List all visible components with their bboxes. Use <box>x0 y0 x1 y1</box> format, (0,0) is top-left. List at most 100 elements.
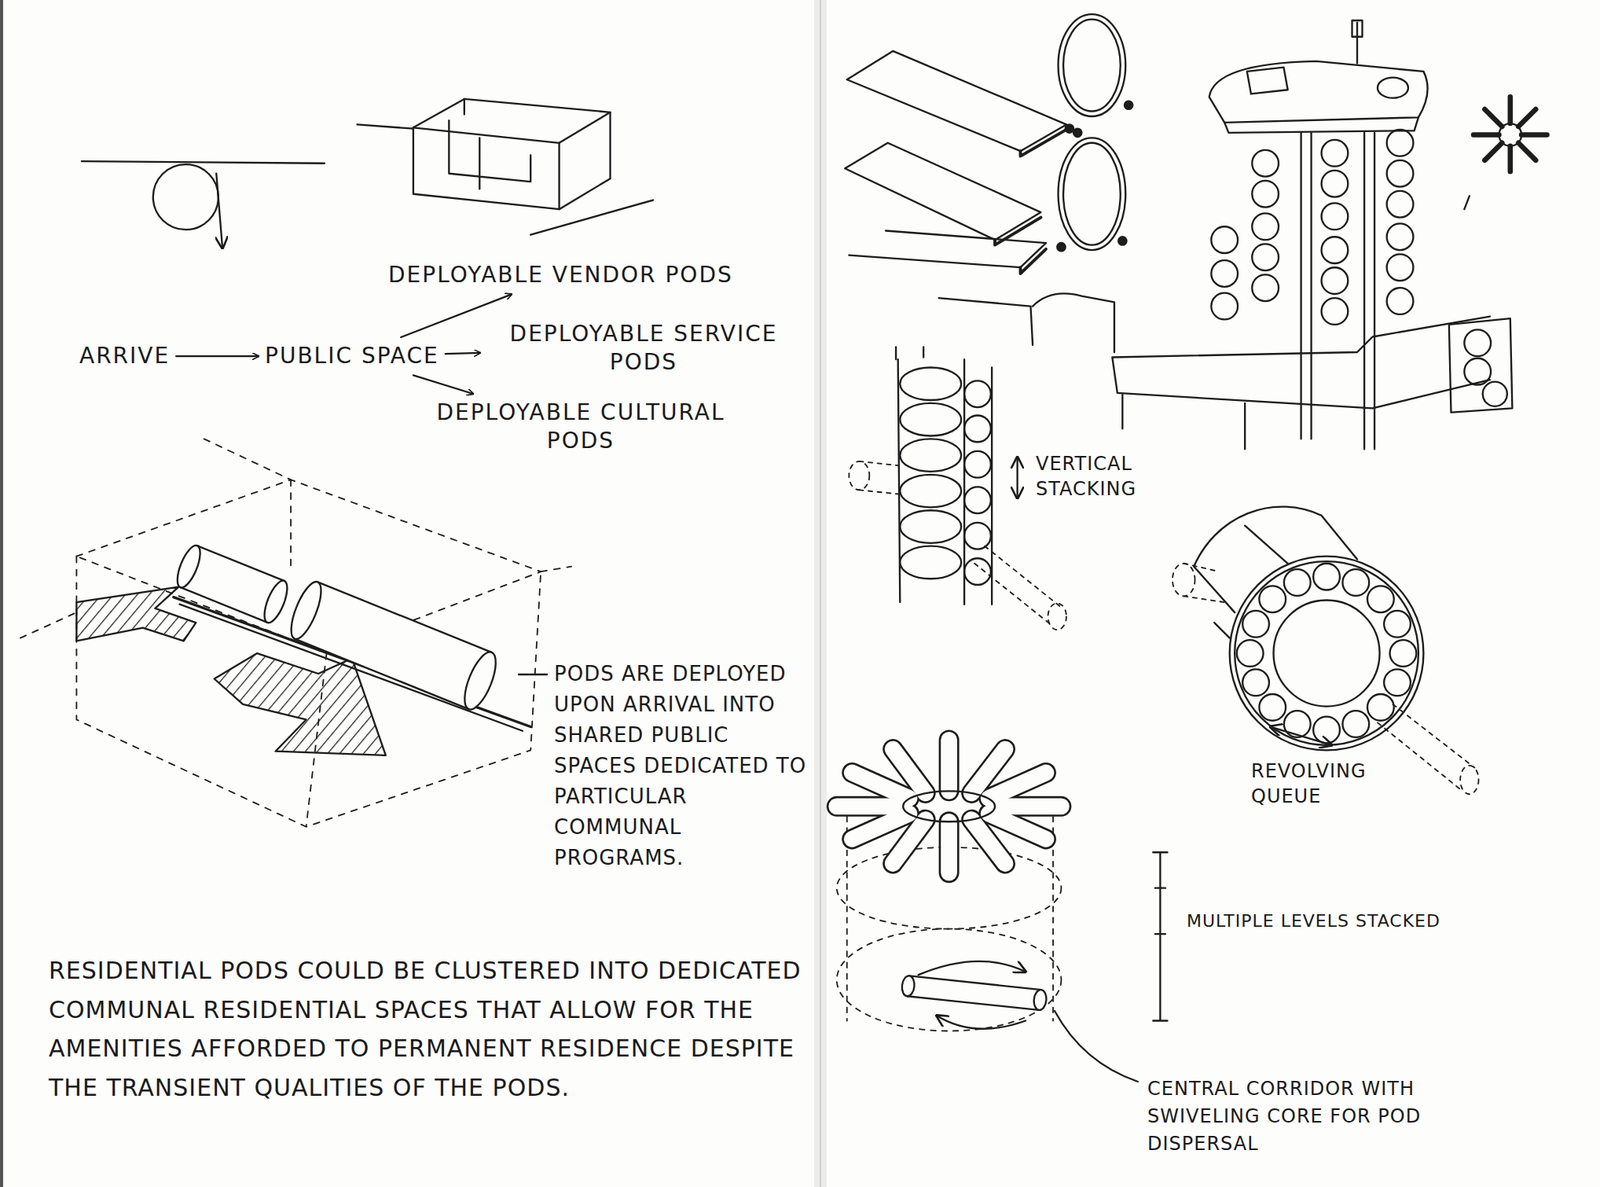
pod <box>899 474 962 508</box>
queue-ring <box>1234 561 1419 745</box>
platform-block <box>1247 67 1289 95</box>
core-end <box>901 975 916 997</box>
pod-outline <box>858 461 898 495</box>
core-outline <box>906 975 1042 1010</box>
pod <box>1251 243 1279 271</box>
pod <box>1482 381 1508 407</box>
flow-text: DEPLOYABLE SERVICE PODS <box>486 319 801 378</box>
pod-tower <box>1111 20 1512 449</box>
pod <box>1383 610 1411 638</box>
pod <box>1284 710 1311 738</box>
sketch-label: REVOLVING QUEUE <box>1251 758 1385 810</box>
pod-end <box>1172 563 1196 597</box>
tower-platform <box>1209 61 1428 123</box>
pod <box>851 772 910 798</box>
pod <box>1342 710 1369 738</box>
core-body <box>906 975 1042 1010</box>
pod <box>1284 568 1311 596</box>
callout-note: CENTRAL CORRIDOR WITH SWIVELING CORE FOR… <box>1147 1075 1454 1157</box>
fan-icon <box>1464 96 1547 210</box>
plank-edge <box>1020 129 1067 157</box>
pod-rack <box>1449 318 1513 412</box>
dashed-pod <box>848 461 1067 630</box>
level-bracket <box>1152 851 1167 1021</box>
pod <box>1242 668 1270 696</box>
pod-outline <box>294 581 492 709</box>
swivel-core <box>901 975 1048 1011</box>
fan-pointer <box>1464 195 1469 210</box>
pod-end <box>260 577 293 626</box>
pod <box>899 510 962 544</box>
radial-pods-outline <box>836 739 1062 873</box>
pod <box>1367 585 1395 613</box>
volume-edges <box>76 479 541 826</box>
arrival-sketch <box>81 161 325 248</box>
pod-outline <box>1183 563 1225 602</box>
pod <box>1313 563 1340 591</box>
pod <box>1251 150 1279 177</box>
pod-end <box>848 461 870 490</box>
stacked-pods <box>1211 129 1413 325</box>
joint <box>1056 242 1065 251</box>
label-text: MULTIPLE LEVELS STACKED <box>1186 910 1441 931</box>
pod-cylinder <box>172 542 292 626</box>
pod <box>1321 297 1349 325</box>
stack-arrow <box>1016 457 1018 499</box>
box-side <box>559 112 611 210</box>
pod <box>964 557 991 585</box>
body-note: RESIDENTIAL PODS COULD BE CLUSTERED INTO… <box>48 950 808 1107</box>
label-text: CENTRAL CORRIDOR WITH SWIVELING CORE FOR… <box>1147 1077 1421 1155</box>
pod <box>939 821 960 873</box>
rotation-arrow <box>1270 726 1333 745</box>
dashed-pod <box>1172 563 1479 794</box>
sketch-label: VERTICAL STACKING <box>1035 451 1186 503</box>
platform-edge <box>1224 117 1419 133</box>
dashed-volume <box>20 438 572 826</box>
pod <box>851 813 910 839</box>
flow-text: DEPLOYABLE VENDOR PODS <box>388 260 734 290</box>
pod <box>899 438 962 472</box>
pod-end <box>172 542 206 591</box>
pod <box>1342 568 1369 596</box>
joint <box>1065 124 1074 133</box>
swivel-arrow <box>936 1015 1026 1029</box>
plank <box>847 51 1067 151</box>
approach-line <box>356 124 413 129</box>
label-text: REVOLVING QUEUE <box>1251 759 1367 808</box>
drop-arrow <box>216 173 223 249</box>
pod <box>851 813 910 839</box>
pod <box>1321 236 1349 264</box>
flow-step: ARRIVE <box>76 340 173 372</box>
box-detail <box>448 99 531 189</box>
plank <box>848 230 1046 268</box>
joint <box>1118 236 1127 245</box>
sketch-label: MULTIPLE LEVELS STACKED <box>1186 910 1441 933</box>
ground-line <box>530 200 654 235</box>
pod <box>1383 668 1411 696</box>
pod <box>940 739 958 791</box>
flow-step: DEPLOYABLE CULTURAL PODS <box>420 396 742 458</box>
ring <box>1058 14 1127 117</box>
flow-step: PUBLIC SPACE <box>261 340 443 372</box>
pod <box>1236 639 1264 667</box>
dashed-levels <box>836 816 1062 1032</box>
pod <box>1387 160 1414 188</box>
flow-text: PUBLIC SPACE <box>264 341 440 371</box>
movement-arrow <box>214 653 386 756</box>
ring-joints <box>1056 101 1133 252</box>
label-text: VERTICAL STACKING <box>1035 452 1137 500</box>
pod <box>988 813 1046 839</box>
pod-section <box>153 164 219 230</box>
flow-step: DEPLOYABLE VENDOR PODS <box>385 259 737 291</box>
joint <box>1073 128 1082 137</box>
pod <box>899 366 962 400</box>
vertical-stack <box>848 346 1067 630</box>
pod <box>988 813 1046 839</box>
pod-end <box>285 578 327 643</box>
plank-edge <box>1020 249 1046 274</box>
pod <box>836 797 903 815</box>
joint <box>1124 101 1133 110</box>
ground-line <box>81 161 325 164</box>
swivel-arrow <box>918 961 1026 975</box>
